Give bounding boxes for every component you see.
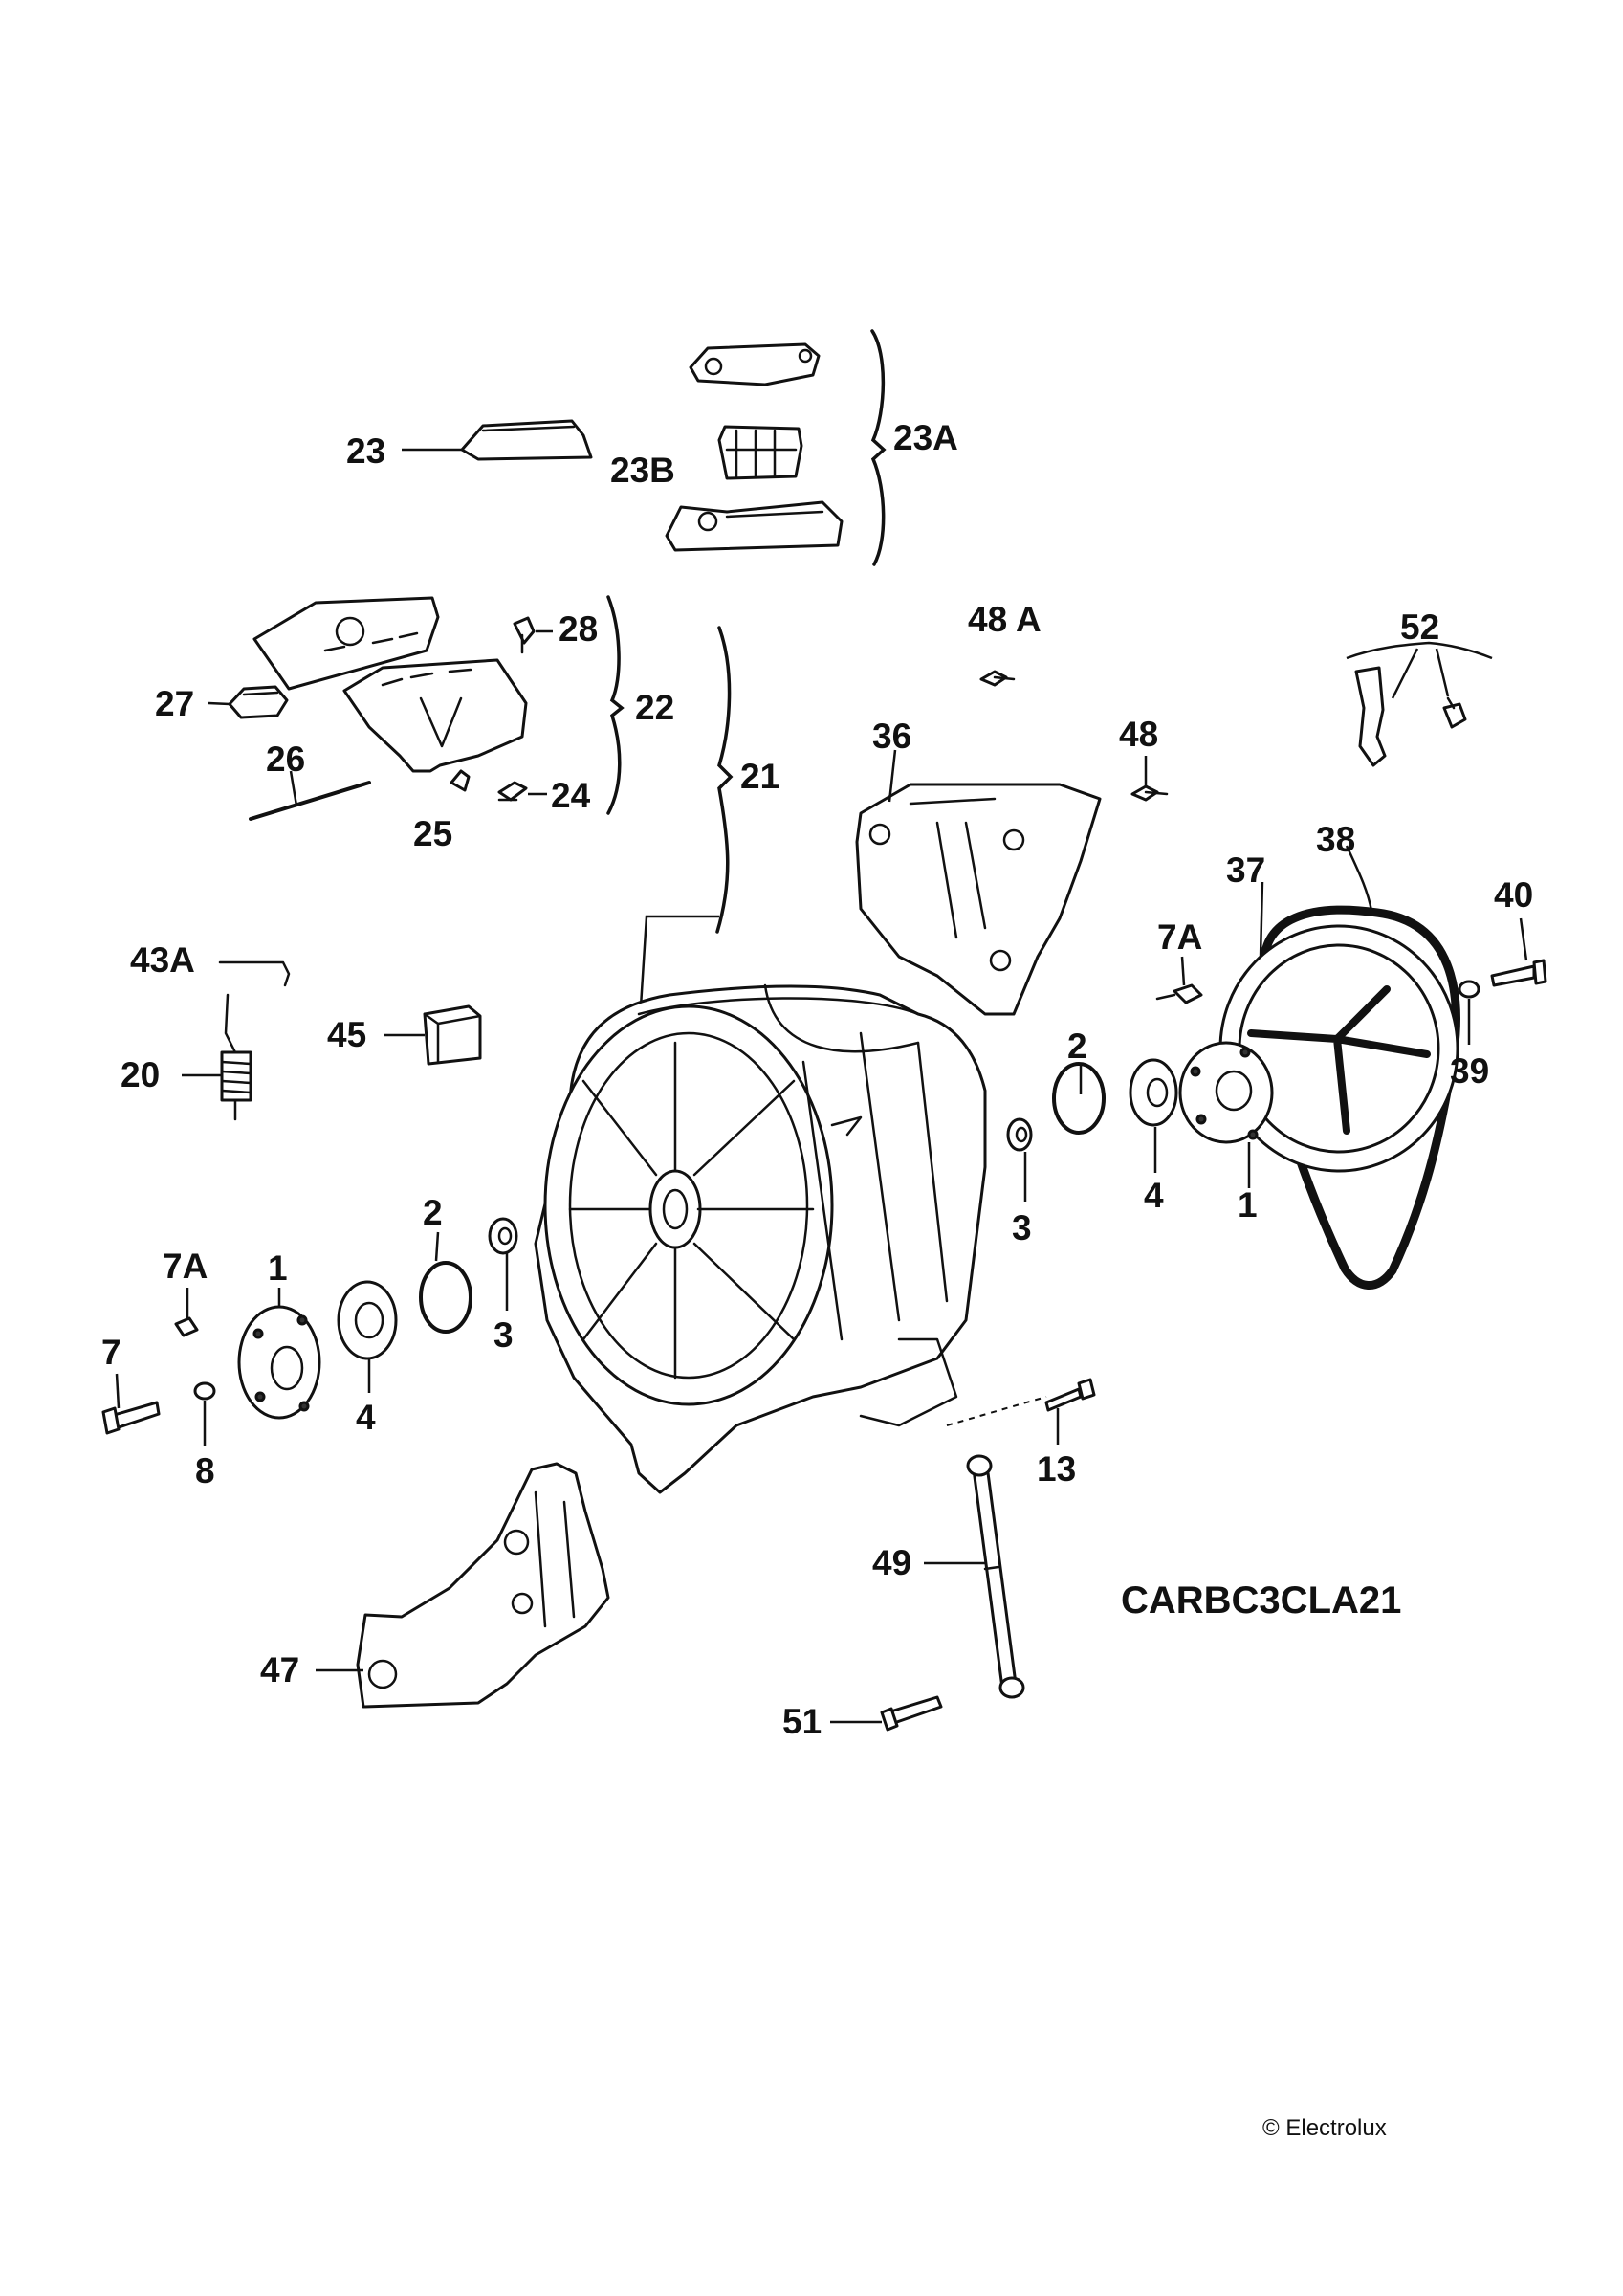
callout-43A: 43A — [130, 940, 195, 980]
part-52-screw — [1442, 696, 1467, 729]
part-51-bolt — [880, 1695, 943, 1732]
model-code: CARBC3CLA21 — [1121, 1579, 1401, 1622]
callout-37: 37 — [1226, 850, 1265, 890]
part-1-flange-right — [1178, 1041, 1274, 1144]
callout-23B: 23B — [610, 451, 675, 490]
part-8-washer — [193, 1381, 216, 1401]
part-22-plate — [342, 658, 528, 773]
callout-7A-right: 7A — [1157, 917, 1202, 957]
callout-2-right: 2 — [1067, 1027, 1087, 1066]
part-49-shock-absorber — [966, 1454, 1025, 1699]
callout-49: 49 — [872, 1543, 911, 1582]
part-47-counterweight — [356, 1462, 610, 1709]
callout-28: 28 — [559, 609, 598, 649]
part-36-counterweight — [855, 783, 1102, 1016]
part-23A-base — [665, 500, 844, 552]
callout-22: 22 — [635, 688, 674, 727]
callout-52: 52 — [1400, 607, 1439, 647]
callout-4-left: 4 — [356, 1398, 376, 1437]
callout-48: 48 — [1119, 715, 1158, 754]
part-26-rod — [249, 781, 371, 821]
part-23B-housing — [717, 425, 803, 480]
callout-3-right: 3 — [1012, 1208, 1032, 1247]
callout-7A-left: 7A — [163, 1247, 208, 1286]
part-22-top-panel — [252, 596, 440, 691]
callout-27: 27 — [155, 684, 194, 723]
callout-8: 8 — [195, 1451, 215, 1490]
callout-7: 7 — [101, 1333, 121, 1372]
callout-48A: 48 A — [968, 600, 1042, 639]
callout-23A: 23A — [893, 418, 958, 457]
callout-1-left: 1 — [268, 1248, 288, 1288]
part-2-oring-left — [419, 1261, 472, 1334]
copyright-notice: © Electrolux — [1262, 2115, 1387, 2141]
part-21-tub — [534, 983, 987, 1494]
callout-26: 26 — [266, 740, 305, 779]
callout-4-right: 4 — [1144, 1176, 1164, 1215]
part-20-spring — [220, 993, 252, 1121]
part-28-screw — [513, 616, 536, 654]
part-27-knob — [228, 685, 289, 719]
callout-40: 40 — [1494, 875, 1533, 915]
callout-36: 36 — [872, 717, 911, 756]
part-13-screw — [1044, 1378, 1096, 1412]
part-45-filter — [423, 1004, 482, 1066]
part-48-screw — [1130, 784, 1169, 802]
callout-38: 38 — [1316, 820, 1355, 859]
part-4-seal-right — [1129, 1058, 1178, 1127]
callout-2-left: 2 — [423, 1193, 443, 1232]
part-4-seal-left — [337, 1280, 398, 1360]
part-48A-screw — [979, 670, 1016, 687]
callout-21: 21 — [740, 757, 779, 796]
part-43A-wire — [218, 960, 291, 987]
part-52-bracket — [1354, 666, 1387, 767]
part-39-washer — [1458, 980, 1480, 999]
part-38-belt — [1260, 905, 1460, 1290]
part-23-cover — [460, 419, 593, 461]
part-25-clip — [450, 769, 471, 792]
callout-51: 51 — [782, 1702, 822, 1741]
callout-47: 47 — [260, 1650, 299, 1689]
callout-3-left: 3 — [493, 1315, 514, 1355]
part-3-bearing-right — [1006, 1117, 1033, 1152]
part-24-clip — [497, 781, 528, 802]
callout-45: 45 — [327, 1015, 366, 1054]
callout-13: 13 — [1037, 1449, 1076, 1489]
callout-25: 25 — [413, 814, 452, 853]
part-2-oring-right — [1052, 1062, 1106, 1135]
part-1-flange-left — [237, 1305, 321, 1420]
part-23A-top-cover — [689, 342, 821, 386]
part-7-bolt — [101, 1401, 161, 1435]
part-7A-screw-right — [1155, 983, 1203, 1004]
part-40-bolt — [1490, 959, 1547, 987]
callout-20: 20 — [121, 1055, 160, 1094]
callout-23: 23 — [346, 431, 385, 471]
part-7A-screw-left — [174, 1316, 199, 1337]
part-3-bearing-left — [488, 1217, 518, 1255]
callout-39: 39 — [1450, 1051, 1489, 1091]
callout-24: 24 — [551, 776, 591, 815]
callout-1-right: 1 — [1238, 1185, 1258, 1225]
